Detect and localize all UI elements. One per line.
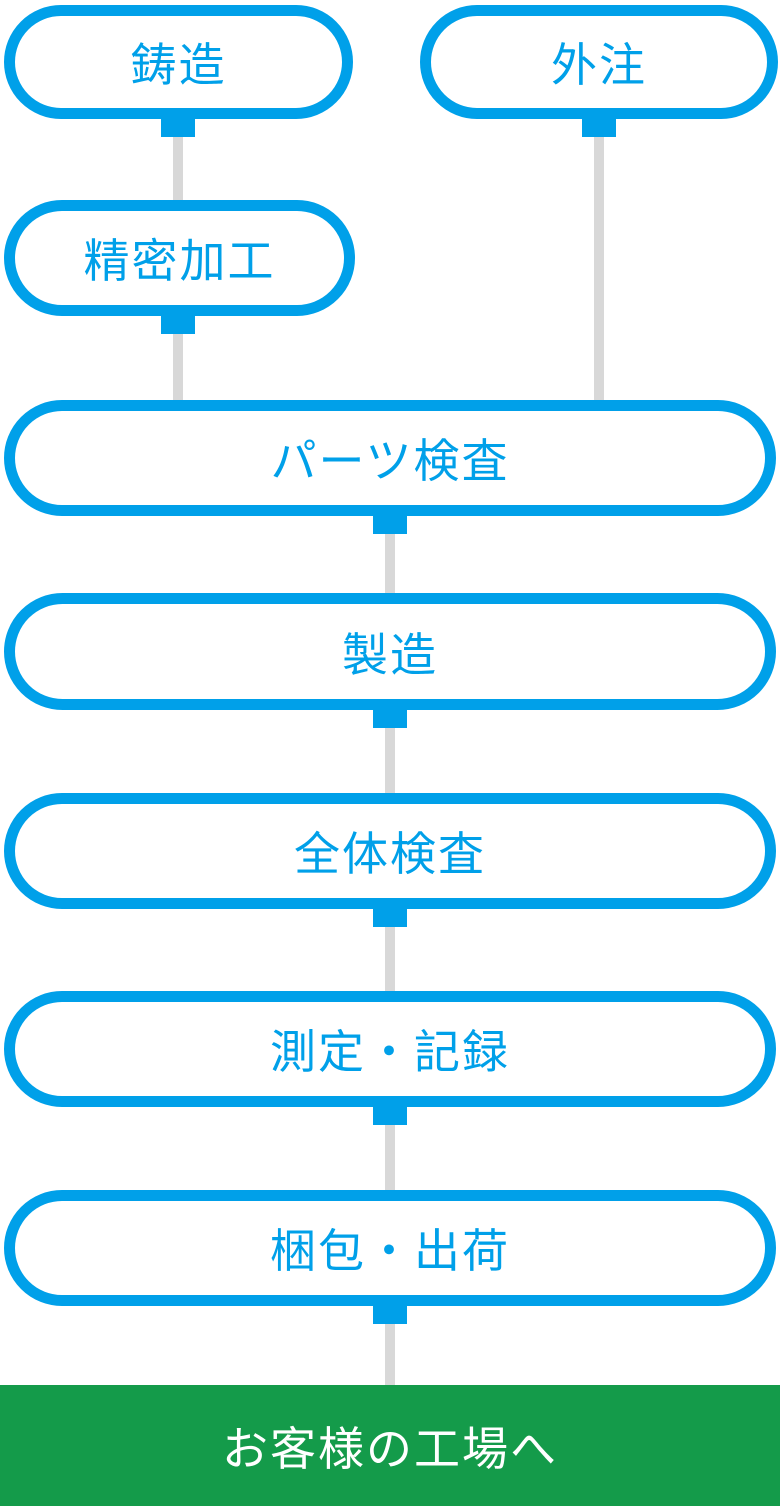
connector-packing-to-destination: [385, 1304, 395, 1389]
tab-measurement: [373, 1098, 407, 1125]
connector-overall-to-measurement: [385, 907, 395, 997]
connector-machining-to-parts: [173, 314, 183, 406]
destination-banner-label: お客様の工場へ: [222, 1422, 558, 1475]
tab-packing: [373, 1297, 407, 1324]
connector-manufacturing-to-overall: [385, 708, 395, 799]
node-manufacturing: 製造: [4, 593, 776, 710]
connector-measurement-to-packing: [385, 1105, 395, 1196]
tab-casting: [161, 110, 195, 137]
node-measurement-recording-label: 測定・記録: [270, 1026, 510, 1078]
tab-outsourcing: [582, 110, 616, 137]
node-casting: 鋳造: [4, 5, 353, 119]
node-precision-machining: 精密加工: [4, 200, 355, 316]
tab-parts: [373, 507, 407, 534]
node-overall-inspection-label: 全体検査: [294, 828, 486, 880]
node-precision-machining-label: 精密加工: [83, 235, 276, 287]
node-parts-inspection: パーツ検査: [4, 400, 776, 516]
connector-outsourcing-to-parts: [594, 118, 604, 406]
destination-banner-customer-factory: お客様の工場へ: [0, 1385, 780, 1506]
node-parts-inspection-label: パーツ検査: [270, 435, 510, 487]
connector-parts-to-manufacturing: [385, 514, 395, 599]
node-measurement-recording: 測定・記録: [4, 991, 776, 1107]
node-packing-shipping-label: 梱包・出荷: [270, 1225, 510, 1277]
node-overall-inspection: 全体検査: [4, 793, 776, 909]
tab-machining: [161, 307, 195, 334]
tab-manufacturing: [373, 701, 407, 728]
node-manufacturing-label: 製造: [342, 628, 438, 681]
connector-casting-to-machining: [173, 118, 183, 206]
node-outsourcing-label: 外注: [551, 39, 647, 91]
node-casting-label: 鋳造: [130, 39, 227, 91]
node-outsourcing: 外注: [420, 5, 778, 119]
node-packing-shipping: 梱包・出荷: [4, 1190, 776, 1306]
tab-overall: [373, 900, 407, 927]
